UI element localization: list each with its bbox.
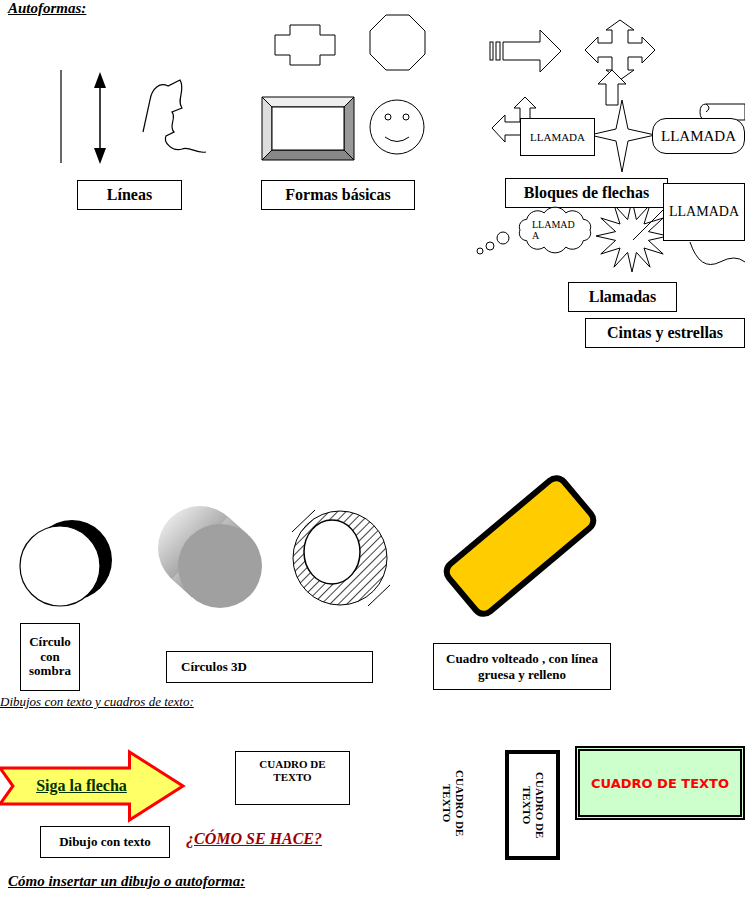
hatched-ring (293, 511, 387, 605)
cloud-callout: LLAMADA (516, 208, 594, 252)
node-text: CUADRO DE TEXTO (253, 758, 333, 784)
node-text: Cintas y estrellas (607, 324, 723, 342)
arrow-head (94, 148, 106, 164)
caption-box: Cuadro volteado , con línea gruesa y rel… (433, 643, 611, 690)
cloud-outline (519, 207, 590, 253)
striped-arrow (503, 30, 561, 72)
node-text: Círculos 3D (181, 659, 247, 675)
category-box: Llamadas (568, 282, 677, 312)
quad-arrow (585, 20, 655, 80)
depth-line (368, 585, 390, 606)
cross-shape (275, 25, 335, 65)
section-heading: Cómo insertar un dibujo o autoforma: (8, 873, 245, 890)
text-box: CUADRO DE TEXTO (235, 751, 350, 805)
block-arrow: Siga la flecha (0, 750, 185, 822)
arrow-head (94, 72, 106, 88)
node-text: Llamadas (589, 288, 657, 306)
section-heading: ¿CÓMO SE HACE? (186, 830, 322, 848)
smiley-face (370, 100, 424, 154)
node-text: Líneas (107, 186, 152, 204)
double-arrow-line (99, 84, 101, 152)
node-text: LLAMADA (669, 204, 739, 220)
straight-line (60, 70, 61, 163)
vertical-text-box: CUADRO DE TEXTO (505, 750, 560, 860)
node-text: Círculo con sombra (21, 635, 79, 680)
category-box: Bloques de flechas (505, 178, 668, 208)
smiley-eye (403, 114, 409, 120)
rounded-callout: LLAMADA (652, 118, 745, 154)
arrow-outline (0, 752, 183, 820)
bevel-right (344, 97, 354, 160)
node-text: CUADRO DE TEXTO (519, 769, 545, 841)
wave-ribbon (690, 242, 745, 265)
four-point-star (590, 100, 655, 172)
striped-arrow-stripe (496, 42, 500, 60)
thought-bubble (497, 232, 509, 244)
freeform-line (143, 80, 206, 152)
callout-box: LLAMADA (663, 183, 745, 241)
node-text: Bloques de flechas (524, 184, 649, 202)
ring-hole (304, 520, 360, 584)
bevel-bottom (262, 150, 354, 160)
node-text: CUADRO DE TEXTO (591, 776, 729, 791)
smiley-eye (385, 114, 391, 120)
rotated-rectangle (443, 474, 598, 618)
caption-box: Dibujo con texto (40, 826, 170, 858)
thought-bubble (486, 242, 494, 250)
node-text: LLAMADA (661, 128, 736, 145)
explosion-star (596, 200, 668, 272)
bevel-left (262, 97, 272, 160)
depth-line (292, 510, 315, 532)
callout-box: LLAMADA (520, 118, 595, 156)
caption-box: Círculo con sombra (20, 623, 80, 691)
thought-bubble (477, 248, 483, 254)
smiley-mouth (385, 137, 409, 142)
node-text: LLAMADA (530, 131, 585, 143)
bevel-face (272, 107, 344, 150)
category-box: Formas básicas (261, 180, 415, 210)
node-text: LLAMADA (532, 219, 578, 241)
striped-arrow-stripe (490, 42, 493, 60)
category-box: Líneas (77, 180, 182, 210)
octagon-shape (370, 15, 425, 70)
filled-text-box: CUADRO DE TEXTO (575, 746, 745, 820)
node-text: Cuadro volteado , con línea gruesa y rel… (434, 651, 610, 682)
node-text: Dibujo con texto (59, 834, 151, 850)
cylinder-front (178, 524, 262, 608)
section-heading: Dibujos con texto y cuadros de texto: (0, 694, 194, 710)
node-text: Formas básicas (285, 186, 390, 204)
node-text: Siga la flecha (36, 777, 127, 795)
caption-box: Círculos 3D (166, 651, 373, 683)
vertical-text: CUADRO DE TEXTO (440, 766, 466, 841)
category-box: Cintas y estrellas (585, 318, 745, 348)
shadowed-circle (20, 526, 100, 606)
up-arrow (598, 70, 626, 105)
page-heading: Autoformas: (8, 0, 86, 17)
bevel-top (262, 97, 354, 107)
